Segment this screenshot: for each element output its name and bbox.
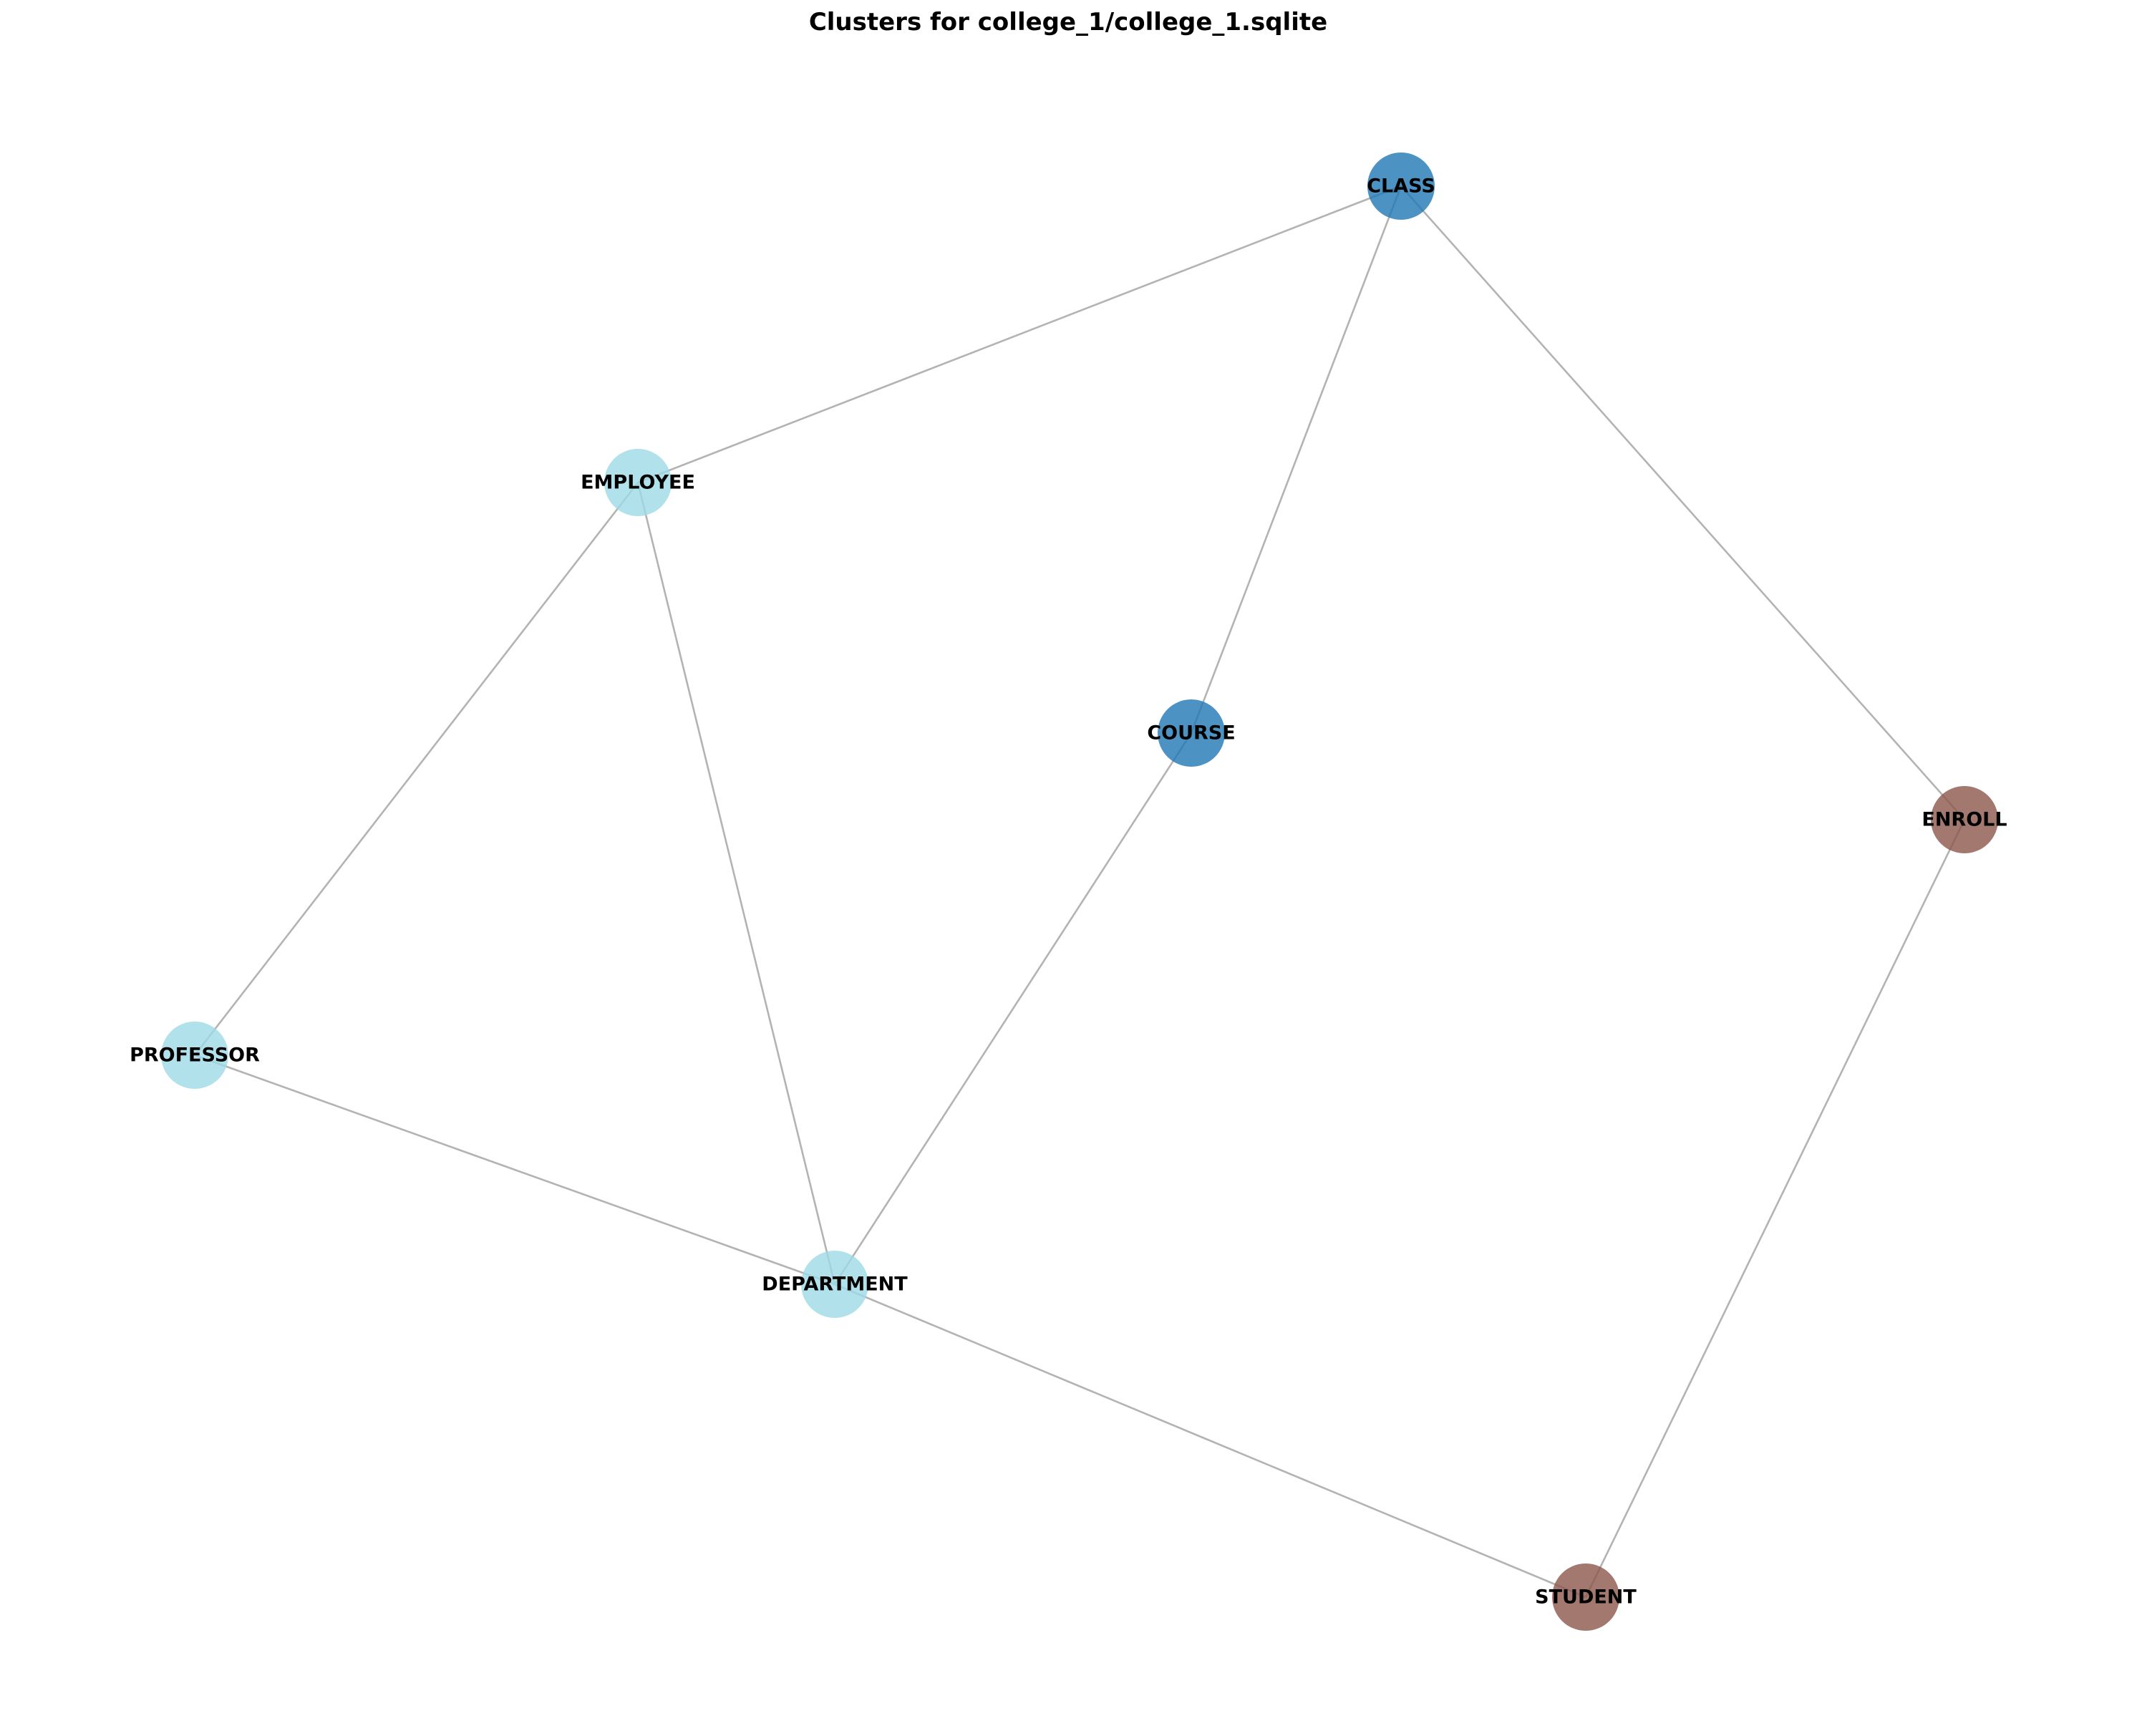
edge-department-student (834, 1283, 1586, 1599)
node-department[interactable]: DEPARTMENT (762, 1251, 908, 1318)
edge-class-enroll (1400, 185, 1965, 820)
node-label: CLASS (1367, 175, 1435, 198)
graph-title: Clusters for college_1/college_1.sqlite (809, 8, 1327, 37)
node-circle (1158, 699, 1225, 767)
node-label: DEPARTMENT (762, 1274, 908, 1296)
node-course[interactable]: COURSE (1147, 699, 1236, 767)
edge-enroll-student (1584, 819, 1966, 1598)
nodes-layer: CLASS EMPLOYEE COURSE ENROLL PROFESSOR DEPART… (130, 152, 2007, 1631)
node-label: EMPLOYEE (581, 472, 695, 494)
node-circle (1552, 1563, 1619, 1631)
node-circle (1367, 152, 1435, 220)
edge-employee-department (636, 482, 836, 1285)
edge-professor-department (194, 1054, 835, 1286)
node-label: PROFESSOR (130, 1044, 260, 1067)
node-label: STUDENT (1535, 1586, 1637, 1609)
node-circle (604, 449, 672, 516)
node-circle (801, 1251, 868, 1318)
edge-class-employee (637, 185, 1402, 484)
edges-layer (193, 185, 1966, 1599)
node-enroll[interactable]: ENROLL (1922, 786, 2007, 853)
node-circle (1931, 786, 1998, 853)
node-label: ENROLL (1922, 809, 2007, 831)
node-employee[interactable]: EMPLOYEE (581, 449, 695, 516)
edge-course-department (833, 732, 1193, 1285)
node-student[interactable]: STUDENT (1535, 1563, 1637, 1631)
edge-class-course (1190, 185, 1402, 734)
edge-employee-professor (193, 482, 639, 1056)
node-class[interactable]: CLASS (1367, 152, 1435, 220)
node-circle (161, 1022, 228, 1089)
node-professor[interactable]: PROFESSOR (130, 1022, 260, 1089)
node-label: COURSE (1147, 722, 1235, 745)
